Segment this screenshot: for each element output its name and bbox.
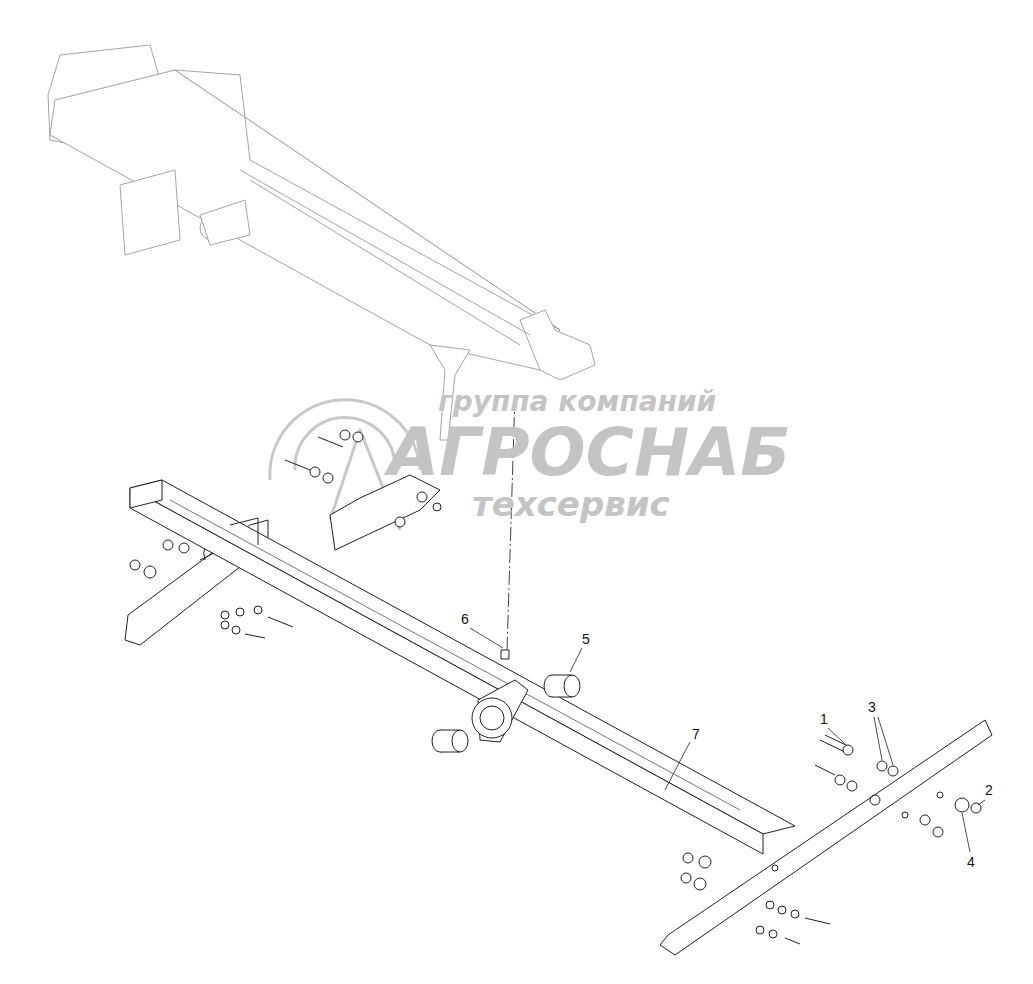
watermark-text: техсервис: [472, 487, 670, 521]
callout-number: 5: [582, 632, 590, 646]
watermark-text: АГРОСНАБ: [388, 420, 791, 486]
watermark-text: группа компаний: [438, 388, 716, 416]
callout-number: 1: [820, 712, 828, 726]
callout-number: 4: [967, 855, 975, 869]
callout-number: 7: [692, 727, 700, 741]
callout-number: 3: [868, 700, 876, 714]
callout-number: 2: [985, 783, 993, 797]
callout-number: 6: [461, 612, 469, 626]
